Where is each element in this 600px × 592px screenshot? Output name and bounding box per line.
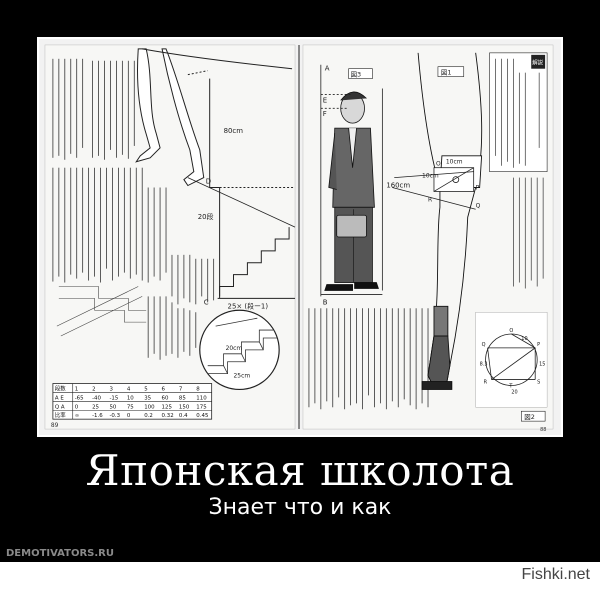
kaisetsu-box	[489, 52, 548, 172]
circle-diagram-label: 8.3	[480, 362, 488, 368]
legs-illustration	[135, 48, 293, 187]
table-cell: 0.45	[196, 413, 208, 419]
stair-diagram	[187, 70, 296, 299]
table-cell: 50	[109, 404, 116, 410]
fishki-watermark: Fishki.net	[521, 566, 590, 583]
table-cell: 0	[75, 404, 79, 410]
table-cell: 10	[127, 395, 134, 401]
table-cell: 8	[196, 386, 200, 392]
figure-2-label: 図2	[524, 413, 535, 421]
circle-diagram-label: 15	[539, 362, 545, 368]
table-cell: 35	[144, 395, 151, 401]
circle-diagram-label: 20	[511, 389, 517, 395]
table-cell: Q A	[55, 404, 65, 410]
table-cell: -65	[75, 395, 84, 401]
label-25cm: 25cm	[234, 373, 251, 380]
right-upper-text	[513, 177, 544, 289]
label-80cm: 80cm	[224, 127, 244, 135]
circle-diagram	[475, 312, 548, 408]
table-cell: 125	[162, 404, 172, 410]
footer-bar	[0, 562, 600, 592]
circle-diagram-label: 10	[521, 336, 527, 342]
label-25-steps: 25× (段ー1)	[228, 301, 269, 310]
man-illustration	[324, 91, 379, 291]
table-cell: 比率	[55, 411, 66, 419]
poster-title: Японская школота	[85, 446, 515, 495]
man-measure-lines	[320, 64, 383, 297]
table-cell: 75	[127, 404, 134, 410]
page-number-left: 89	[51, 422, 59, 429]
label-10cm-top: 10cm	[446, 159, 463, 166]
table-cell: 3	[109, 386, 113, 392]
table-cell: 1	[75, 386, 78, 392]
table-cell: 6	[162, 386, 166, 392]
table-cell: 110	[196, 395, 207, 401]
book-spread: 80cm 20段 25× (段ー1) C D 20cm 25cm	[39, 39, 561, 435]
label-10cm-side: 10cm	[422, 173, 439, 180]
table-cell: 25	[92, 404, 99, 410]
label-20cm: 20cm	[226, 345, 243, 352]
data-table	[52, 383, 213, 420]
demotivators-watermark: DEMOTIVATORS.RU	[6, 548, 114, 559]
table-cell: -40	[92, 395, 101, 401]
table-cell: 60	[162, 395, 169, 401]
table-cell: 5	[144, 386, 147, 392]
point-E: E	[323, 96, 327, 104]
table-cells: 段数 1 2 3 4 5 6 7 8 A E -65 -40 -15 10 35 60 85 110 Q A 0 25 5…	[55, 384, 209, 419]
circle-diagram-label: Q	[482, 342, 486, 348]
table-cell: 段数	[55, 384, 66, 392]
photo-frame: 80cm 20段 25× (段ー1) C D 20cm 25cm	[37, 37, 563, 437]
table-cell: 4	[127, 386, 131, 392]
table-cell: A E	[55, 395, 64, 401]
table-cell: 100	[144, 404, 155, 410]
table-cell: 150	[179, 404, 190, 410]
circle-diagram-label: R	[484, 380, 488, 386]
left-text-columns	[52, 58, 215, 305]
point-B: B	[323, 298, 328, 306]
circle-diagram-label: O	[509, 328, 513, 334]
stair-inset-circle	[199, 309, 280, 391]
circle-diagram-label: T	[508, 383, 513, 389]
table-cell: 0	[127, 413, 131, 419]
table-cell: 2	[92, 386, 95, 392]
point-O: O	[436, 161, 441, 168]
table-cell: 0.2	[144, 413, 153, 419]
page-number-right: 88	[540, 427, 546, 433]
point-Q: Q	[476, 202, 481, 209]
label-160cm: 160cm	[386, 182, 410, 190]
table-cell: -0.3	[109, 413, 120, 419]
circle-diagram-label: S	[537, 380, 540, 386]
circle-diagram-labels: O P Q R S T 10 20 15 8.3	[480, 328, 546, 395]
poster-subtitle: Знает что и как	[208, 495, 392, 520]
point-C: C	[204, 298, 209, 306]
kaisetsu-label: 解説	[532, 59, 543, 67]
left-stair-sketch	[56, 286, 147, 337]
table-cell: 7	[179, 386, 182, 392]
table-cell: 85	[179, 395, 186, 401]
table-cell: 175	[196, 404, 206, 410]
table-cell: 0.32	[162, 413, 174, 419]
point-P: P	[476, 184, 480, 191]
left-bottom-text	[147, 296, 197, 360]
skirt-geometry	[392, 167, 476, 210]
circle-diagram-label: P	[537, 342, 540, 348]
point-D: D	[206, 178, 211, 186]
table-cell: ∞	[75, 413, 80, 419]
table-cell: -1.6	[92, 413, 103, 419]
point-R: R	[428, 196, 432, 203]
table-cell: -15	[109, 395, 118, 401]
figure-1-label: 図1	[441, 69, 452, 77]
point-A: A	[325, 65, 330, 73]
right-text-columns	[308, 308, 429, 410]
label-20dan: 20段	[198, 212, 214, 221]
figure-3-label: 図3	[351, 71, 362, 79]
table-cell: 0.4	[179, 413, 188, 419]
point-F: F	[323, 110, 327, 118]
